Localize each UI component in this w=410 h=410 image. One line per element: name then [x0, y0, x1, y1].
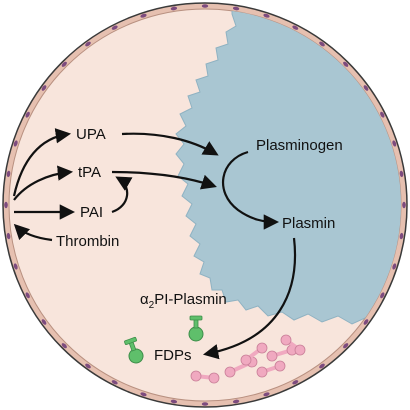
endothelial-nucleus-icon [61, 343, 67, 349]
label-tpa: tPA [78, 164, 101, 181]
fibrin-degradation-product-icon [256, 360, 286, 378]
label-plasmin: Plasmin [282, 215, 335, 232]
endothelial-nucleus-icon [13, 263, 18, 270]
endothelial-nucleus-icon [111, 25, 118, 30]
arrow-pai-to-tpa [111, 176, 133, 214]
endothelial-nucleus-icon [6, 170, 11, 178]
endothelial-nucleus-icon [85, 41, 91, 47]
endothelial-nucleus-icon [201, 402, 209, 406]
endothelial-nucleus-icon [170, 399, 178, 404]
endothelial-nucleus-icon [4, 201, 8, 209]
endothelial-nucleus-icon [140, 13, 147, 18]
label-plasminogen: Plasminogen [256, 137, 343, 154]
arrow-to-upa [12, 128, 72, 197]
label-pai: PAI [80, 204, 103, 221]
endothelial-nucleus-icon [201, 4, 209, 8]
endothelial-nucleus-icon [170, 6, 178, 11]
endothelial-nucleus-icon [263, 13, 270, 18]
endothelial-nucleus-icon [13, 140, 18, 147]
endothelial-nucleus-icon [363, 85, 369, 91]
arrow-plasminogen-to-plasmin [221, 150, 280, 230]
endothelial-nucleus-icon [363, 319, 369, 325]
endothelial-nucleus-icon [232, 399, 240, 404]
endothelial-nucleus-icon [41, 319, 47, 325]
label-fdps: FDPs [154, 347, 192, 364]
label-antiplasmin-complex: α2PI-Plasmin [140, 291, 227, 311]
endothelial-nucleus-icon [319, 41, 325, 47]
pathway-arrows [12, 128, 296, 360]
fibrin-degradation-product-icon [190, 370, 220, 384]
arrow-from-thrombin [13, 223, 53, 242]
endothelial-nucleus-icon [111, 380, 118, 385]
endothelial-nucleus-icon [392, 263, 397, 270]
arrow-plasmin-to-fdps [202, 237, 296, 360]
endothelial-nucleus-icon [6, 232, 11, 240]
endothelial-nucleus-icon [343, 61, 349, 67]
endothelial-nucleus-icon [25, 292, 30, 299]
endothelial-nucleus-icon [392, 140, 397, 147]
endothelial-nucleus-icon [292, 380, 299, 385]
endothelial-nucleus-icon [263, 392, 270, 397]
arrow-to-tpa [13, 165, 74, 201]
endothelial-nucleus-icon [140, 392, 147, 397]
endothelial-nucleus-icon [25, 111, 30, 118]
endothelial-nuclei [4, 4, 406, 406]
endothelial-nucleus-icon [232, 6, 240, 11]
fibrin-fragments [190, 334, 306, 384]
endothelial-nucleus-icon [343, 343, 349, 349]
antiplasmin-complex-icon [124, 336, 144, 364]
endothelial-nucleus-icon [380, 292, 385, 299]
endothelial-nucleus-icon [41, 85, 47, 91]
label-thrombin: Thrombin [56, 233, 119, 250]
endothelial-nucleus-icon [61, 61, 67, 67]
label-upa: UPA [76, 126, 106, 143]
endothelial-nucleus-icon [85, 363, 91, 369]
antiplasmin-complex-icon [188, 315, 204, 342]
endothelial-nucleus-icon [380, 111, 385, 118]
endothelial-nucleus-icon [319, 363, 325, 369]
arrow-tpa-to-plasminogen [111, 170, 217, 190]
fibrin-degradation-product-icon [280, 334, 306, 356]
fibrin-degradation-product-icon [240, 342, 268, 366]
arrow-upa-to-plasminogen [121, 132, 219, 156]
endothelial-nucleus-icon [292, 25, 299, 30]
endothelial-nucleus-icon [399, 170, 404, 178]
endothelial-nucleus-icon [402, 201, 406, 209]
endothelial-nucleus-icon [399, 232, 404, 240]
